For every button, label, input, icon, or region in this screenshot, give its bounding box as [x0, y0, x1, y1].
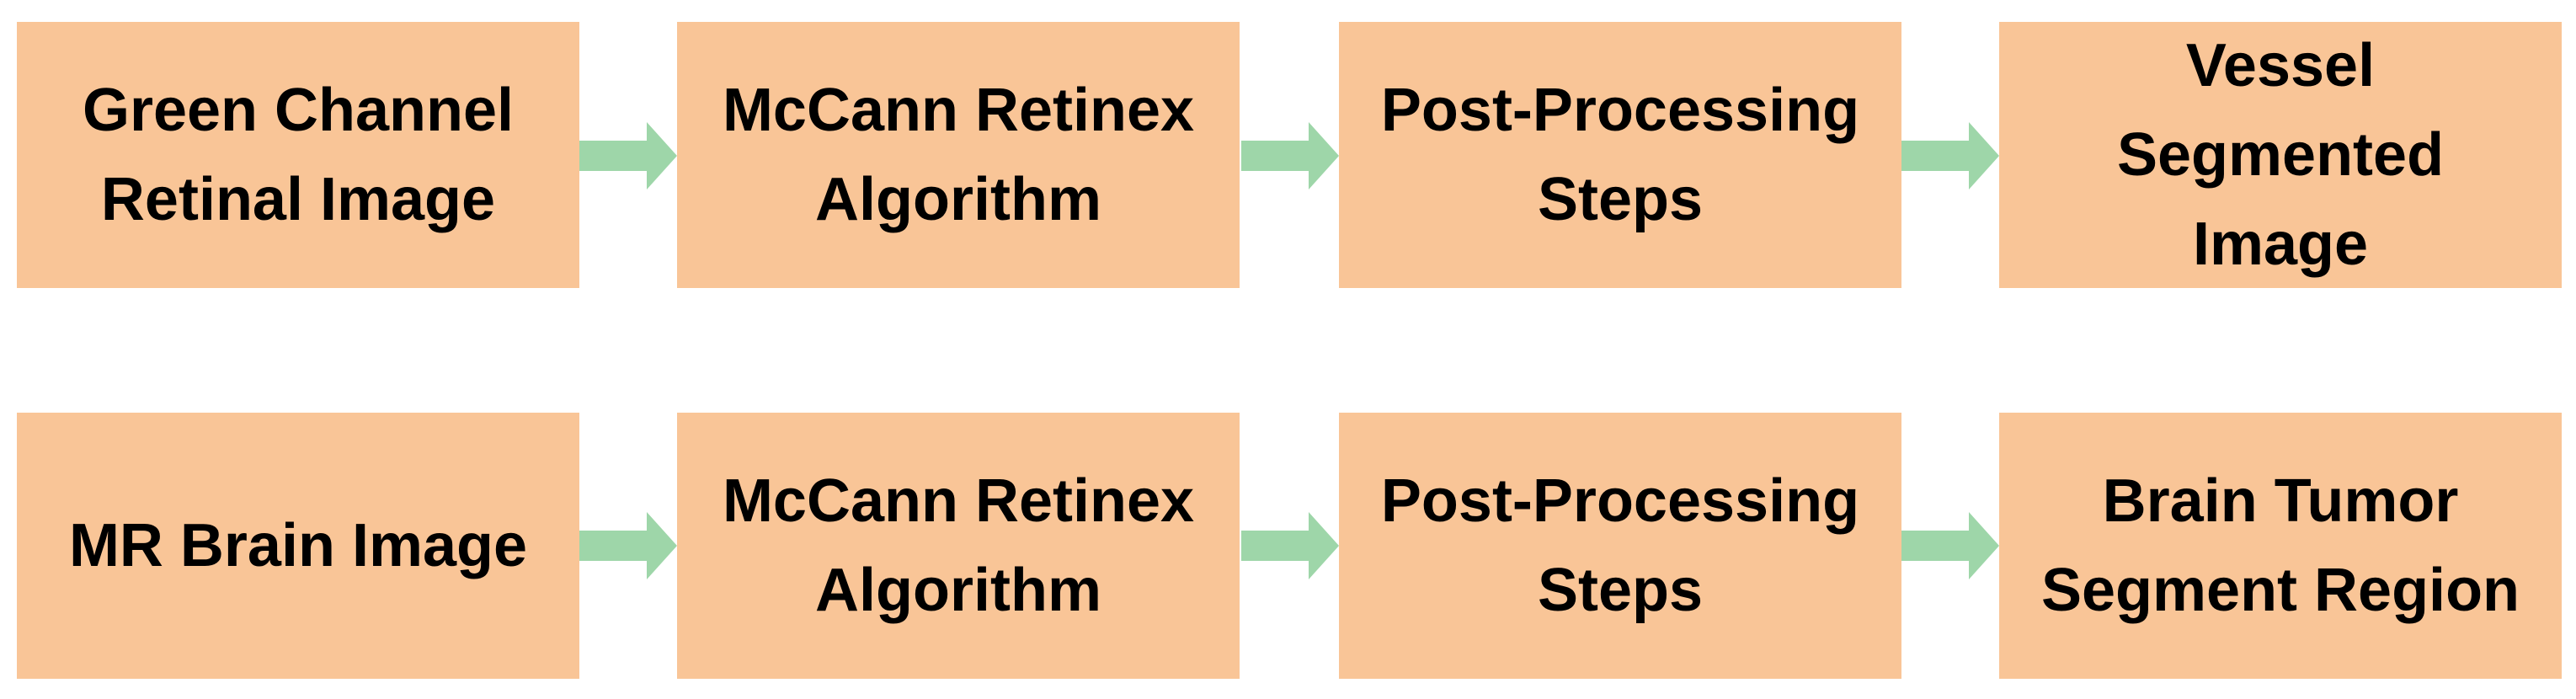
step-label: McCann Retinex Algorithm	[722, 467, 1195, 624]
right-arrow-icon	[579, 122, 677, 189]
right-arrow-icon	[1901, 122, 1999, 189]
right-arrow-icon	[1901, 512, 1999, 579]
right-arrow-icon	[1241, 122, 1339, 189]
step-label: Post-Processing Steps	[1380, 77, 1860, 233]
step-label: McCann Retinex Algorithm	[722, 77, 1195, 233]
step-box-vessel-segmented-image: Vessel Segmented Image	[1999, 22, 2562, 288]
right-arrow-icon	[1241, 512, 1339, 579]
step-box-mr-brain-image: MR Brain Image	[17, 413, 579, 679]
step-box-mccann-retinex-algorithm: McCann Retinex Algorithm	[677, 413, 1240, 679]
step-box-brain-tumor-segment-region: Brain Tumor Segment Region	[1999, 413, 2562, 679]
step-box-post-processing-steps: Post-Processing Steps	[1339, 22, 1901, 288]
right-arrow-icon	[579, 512, 677, 579]
step-box-mccann-retinex-algorithm: McCann Retinex Algorithm	[677, 22, 1240, 288]
step-label: Brain Tumor Segment Region	[2040, 467, 2520, 624]
step-label: MR Brain Image	[68, 512, 528, 579]
step-label: Post-Processing Steps	[1380, 467, 1860, 624]
step-box-post-processing-steps: Post-Processing Steps	[1339, 413, 1901, 679]
step-label: Vessel Segmented Image	[2116, 32, 2445, 278]
step-label: Green Channel Retinal Image	[82, 77, 515, 233]
step-box-green-channel-retinal-image: Green Channel Retinal Image	[17, 22, 579, 288]
